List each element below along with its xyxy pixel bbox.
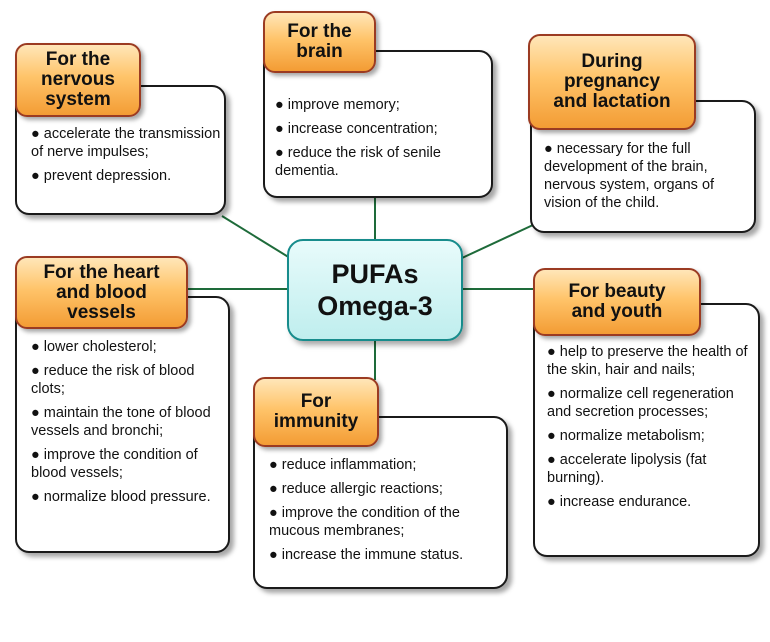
list-item: ●reduce inflammation; — [269, 457, 417, 473]
beauty-header: For beauty and youth — [533, 268, 701, 336]
beauty-box: ●help to preserve the health of the skin… — [533, 303, 760, 557]
connector-pregnancy — [461, 224, 534, 259]
list-item: ●accelerate the transmission of nerve im… — [31, 126, 221, 160]
immunity-header: For immunity — [253, 377, 379, 447]
connector-nervous — [221, 215, 291, 259]
pregnancy-header: During pregnancy and lactation — [528, 34, 696, 130]
list-item: ●necessary for the full development of t… — [544, 141, 715, 211]
list-item: ●normalize metabolism; — [547, 428, 705, 444]
list-item: ●improve the condition of the mucous mem… — [269, 505, 460, 539]
list-item: ●maintain the tone of blood vessels and … — [31, 405, 211, 439]
brain-header: For the brain — [263, 11, 376, 73]
list-item: ●normalize blood pressure. — [31, 489, 211, 505]
center-title: PUFAs Omega-3 — [317, 259, 433, 321]
list-item: ●normalize cell regeneration and secreti… — [547, 386, 734, 420]
heart-header: For the heart and blood vessels — [15, 256, 188, 329]
nervous-system-header: For the nervous system — [15, 43, 141, 117]
brain-box: ●improve memory; ●increase concentration… — [263, 50, 493, 198]
list-item: ●increase concentration; — [275, 121, 438, 137]
list-item: ●accelerate lipolysis (fat burning). — [547, 452, 707, 486]
center-node: PUFAs Omega-3 — [287, 239, 463, 341]
list-item: ●improve the condition of blood vessels; — [31, 447, 198, 481]
list-item: ●lower cholesterol; — [31, 339, 157, 355]
list-item: ●increase the immune status. — [269, 547, 464, 563]
list-item: ●increase endurance. — [547, 494, 692, 510]
list-item: ●reduce the risk of blood clots; — [31, 363, 195, 397]
list-item: ●prevent depression. — [31, 168, 172, 184]
list-item: ●help to preserve the health of the skin… — [547, 344, 748, 378]
heart-box: ●lower cholesterol; ●reduce the risk of … — [15, 296, 230, 553]
list-item: ●reduce allergic reactions; — [269, 481, 443, 497]
list-item: ●improve memory; — [275, 97, 400, 113]
list-item: ●reduce the risk of senile dementia. — [275, 145, 441, 179]
